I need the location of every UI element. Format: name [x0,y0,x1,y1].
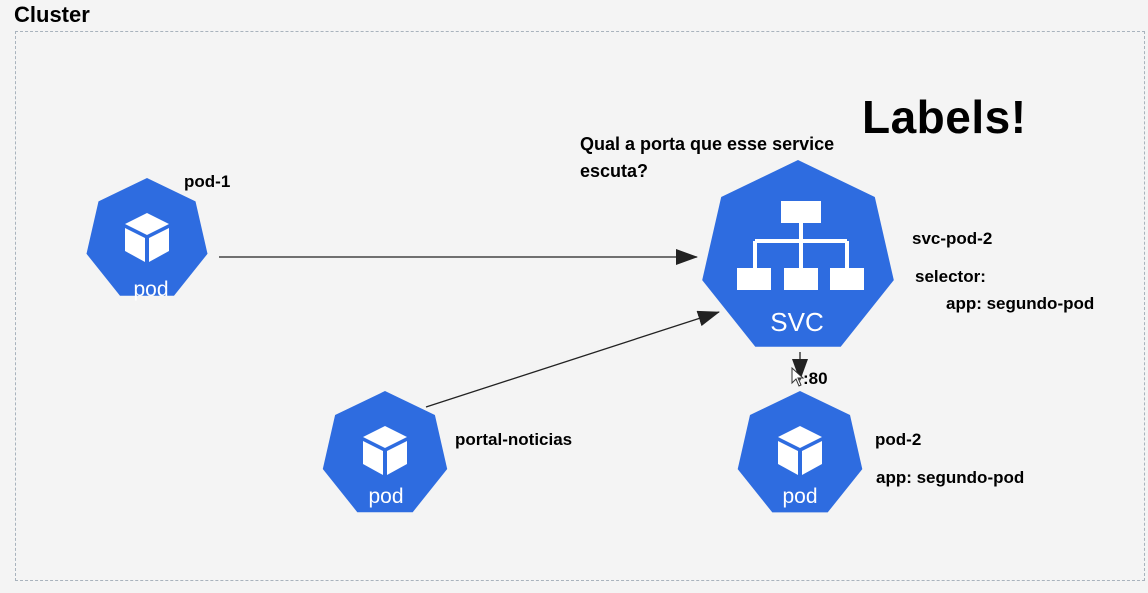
cube-icon [125,213,169,262]
pod-2-node[interactable]: pod [737,391,863,513]
portal-noticias-node[interactable]: pod [322,391,448,513]
pod-2-name: pod-2 [875,430,922,449]
pod-heptagon [322,391,448,513]
cluster-title: Cluster [14,2,90,27]
portal-noticias-icon-label: pod [368,485,403,508]
cube-icon [363,426,407,475]
pod-1-name: pod-1 [184,172,231,191]
mouse-cursor-icon [791,366,805,387]
portal-noticias-name: portal-noticias [455,430,573,449]
svc-name: svc-pod-2 [912,229,993,248]
pod-1-icon-label: pod [133,278,168,301]
svc-heptagon [702,160,894,347]
svc-selector-title: selector: [915,267,986,286]
pod-2-icon-label: pod [782,485,817,508]
svc-icon-label: SVC [770,307,823,337]
pod-heptagon [737,391,863,513]
svc-node[interactable]: SVC [702,160,894,347]
pod-heptagon [86,178,208,296]
question-text: Qual a porta que esse service escuta? [580,134,835,181]
labels-heading: Labels! [862,91,1027,143]
arrow-portal-to-svc [425,310,720,408]
cluster-boundary [15,31,1145,581]
pod-2-app-label: app: segundo-pod [876,468,1025,487]
cube-icon [778,426,822,475]
pod-1-node[interactable]: pod [86,178,208,301]
svc-selector-value: app: segundo-pod [946,294,1095,313]
network-hierarchy-icon [737,201,864,290]
port-label: :80 [803,369,828,388]
